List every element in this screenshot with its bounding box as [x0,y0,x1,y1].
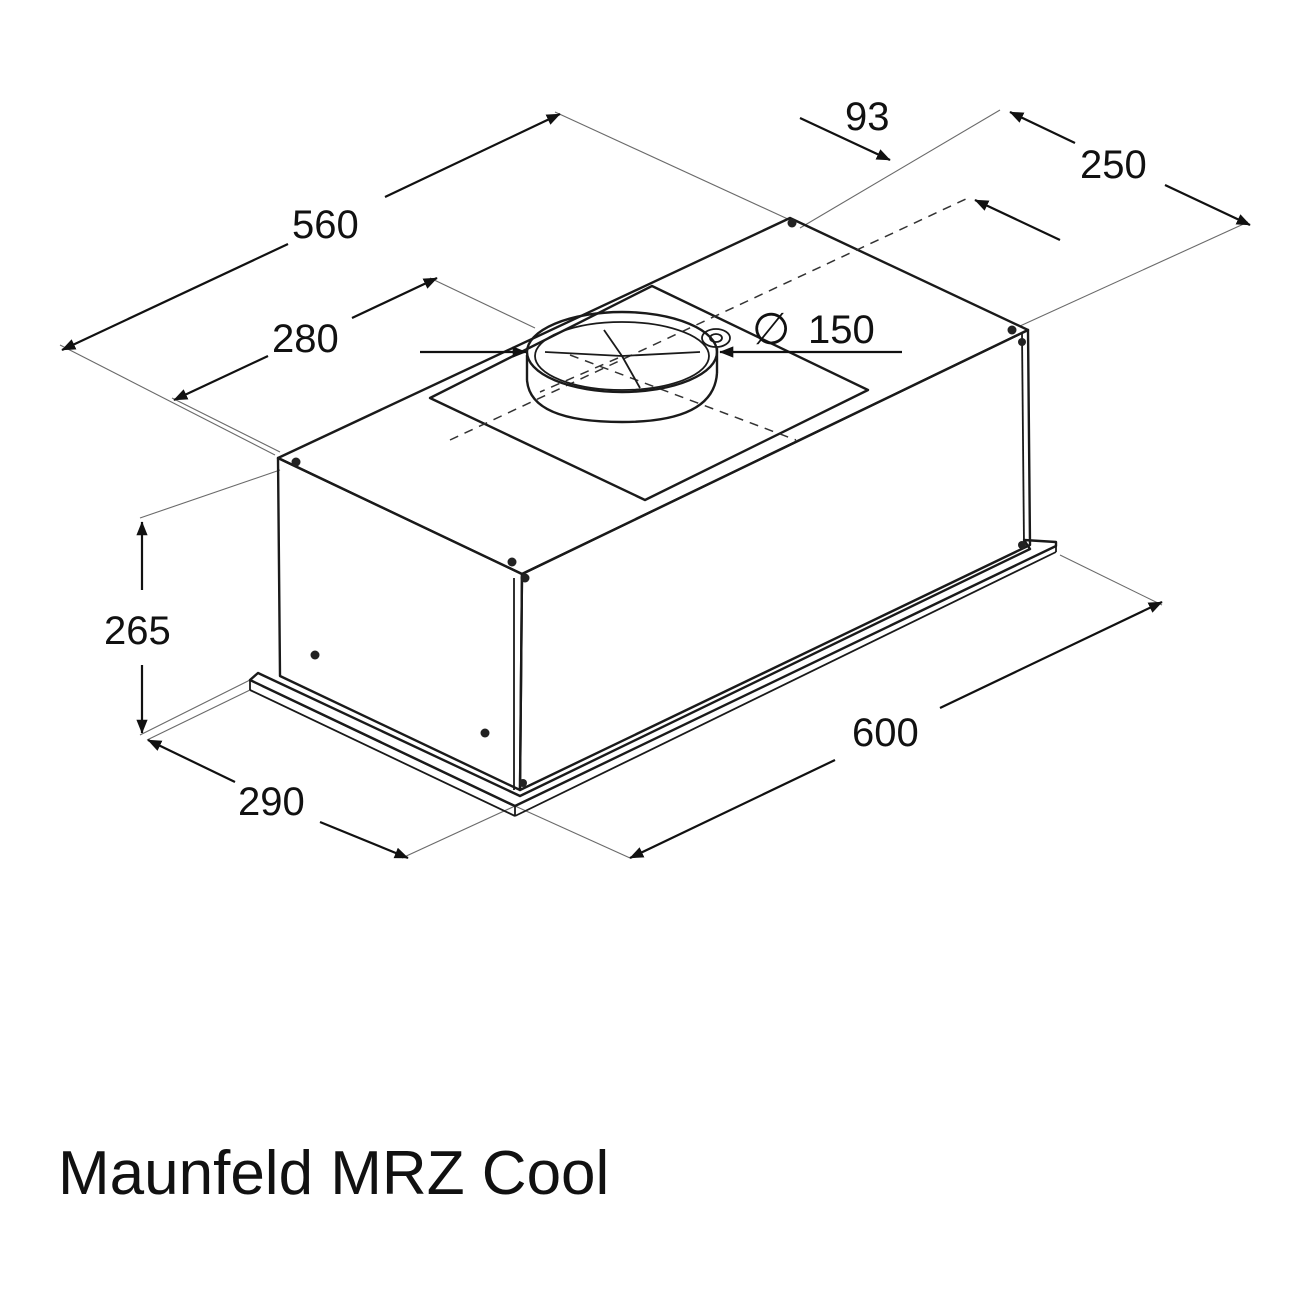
dim-line-560 [61,243,289,351]
screw-dot [787,218,797,228]
dim-line-250 [1009,111,1076,144]
hood-front-face [518,328,1032,792]
model-title: Maunfeld MRZ Cool [58,1139,610,1208]
center-lines [449,197,969,441]
screw-dot [507,557,517,567]
screw-dot [519,779,527,787]
duct-connector [525,310,731,424]
top-cutout-plate [428,284,870,502]
screw-dot [291,457,301,467]
bottom-frame [248,538,1058,817]
screw-dot [1018,541,1026,549]
dim-label-290: 290 [238,780,305,824]
screw-dot [1018,338,1026,346]
dimension-lines [61,111,1251,860]
dim-label-250: 250 [1080,143,1147,187]
screw-dot [480,728,490,738]
dim-label-280: 280 [272,317,339,361]
dim-line-600 [629,759,836,859]
dim-label-265: 265 [104,609,171,653]
dim-line-280 [173,355,269,401]
hood-body [248,216,1058,817]
screw-dot [310,650,320,660]
dimension-labels: 560 93 250 280 ∅ 150 265 290 600 [104,95,1147,824]
dim-line-290 [147,739,236,783]
dim-label-150: 150 [808,308,875,352]
dim-label-560: 560 [292,203,359,247]
diameter-symbol: ∅ [752,305,790,354]
dim-label-93: 93 [845,95,890,139]
dim-label-600: 600 [852,711,919,755]
screw-dot [1007,325,1017,335]
dim-line-93 [799,117,891,161]
hood-top-face [276,216,1030,576]
screw-dot [520,573,530,583]
extension-lines [59,109,1249,859]
